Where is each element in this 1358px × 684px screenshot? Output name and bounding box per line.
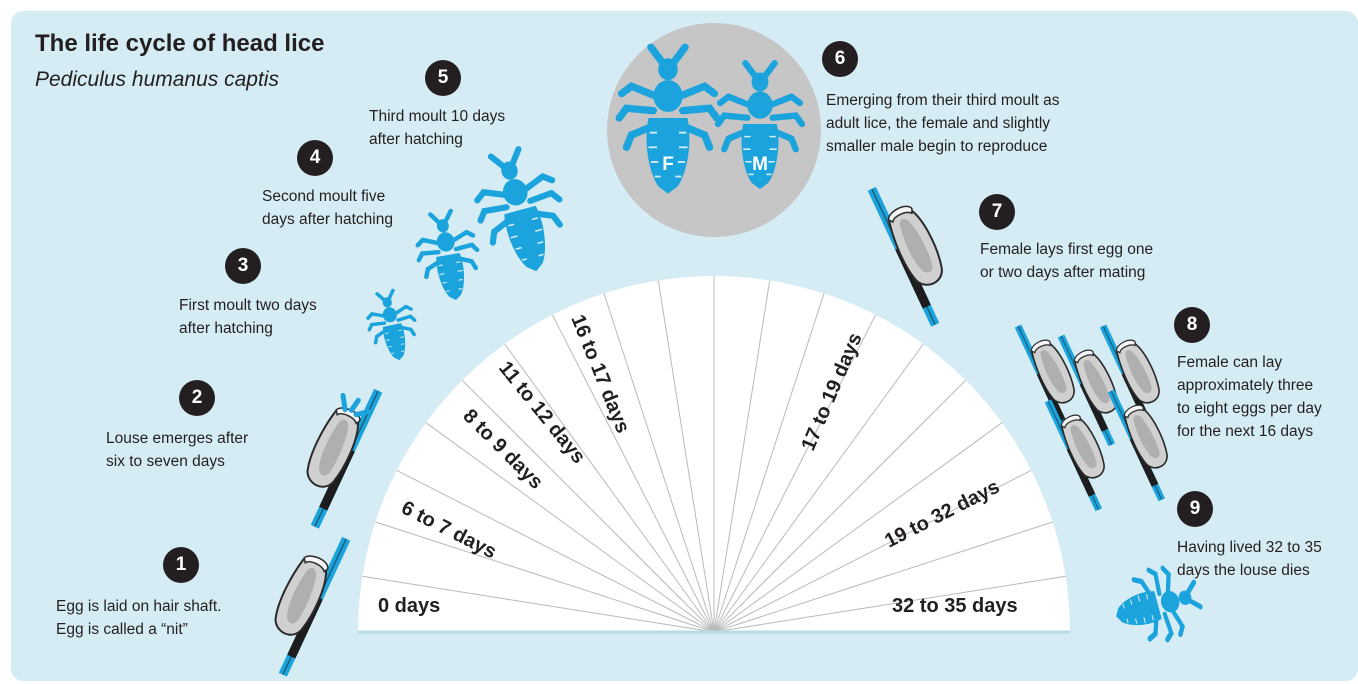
adult-lice-illustration: F M [607, 23, 821, 237]
stage-4-caption: Second moult five days after hatching [262, 185, 393, 231]
stage-2-caption: Louse emerges after six to seven days [106, 427, 248, 473]
egg-cluster-illustration [1017, 315, 1186, 511]
stage-5-caption: Third moult 10 days after hatching [369, 105, 505, 151]
stage-6-number: 6 [822, 41, 858, 77]
second-moult-nymph-icon [411, 208, 485, 306]
female-label: F [662, 154, 674, 175]
timeline-start-label: 0 days [378, 595, 440, 617]
first-egg-illustration [870, 175, 965, 326]
stage-2-number: 2 [179, 380, 215, 416]
timeline-semicircle [358, 276, 1070, 632]
first-moult-nymph-icon [362, 287, 422, 365]
nit-egg-illustration [252, 525, 347, 676]
timeline-end-label: 32 to 35 days [892, 595, 1018, 617]
stage-6-caption: Emerging from their third moult as adult… [826, 89, 1059, 158]
stage-8-caption: Female can lay approximately three to ei… [1177, 351, 1322, 443]
stage-3-caption: First moult two days after hatching [179, 294, 317, 340]
stage-3-number: 3 [225, 248, 261, 284]
hatching-egg-illustration [284, 377, 379, 528]
stage-1-number: 1 [163, 547, 199, 583]
stage-4-number: 4 [297, 140, 333, 176]
stage-7-caption: Female lays first egg one or two days af… [980, 238, 1153, 284]
stage-9-caption: Having lived 32 to 35 days the louse die… [1177, 536, 1322, 582]
stage-8-number: 8 [1174, 307, 1210, 343]
diagram-subtitle: Pediculus humanus captis [35, 68, 279, 92]
stage-7-number: 7 [979, 194, 1015, 230]
stage-1-caption: Egg is laid on hair shaft. Egg is called… [56, 595, 221, 641]
third-moult-nymph-icon [465, 142, 575, 281]
diagram-title: The life cycle of head lice [35, 30, 324, 58]
male-label: M [752, 154, 768, 175]
stage-5-number: 5 [425, 60, 461, 96]
stage-9-number: 9 [1177, 491, 1213, 527]
